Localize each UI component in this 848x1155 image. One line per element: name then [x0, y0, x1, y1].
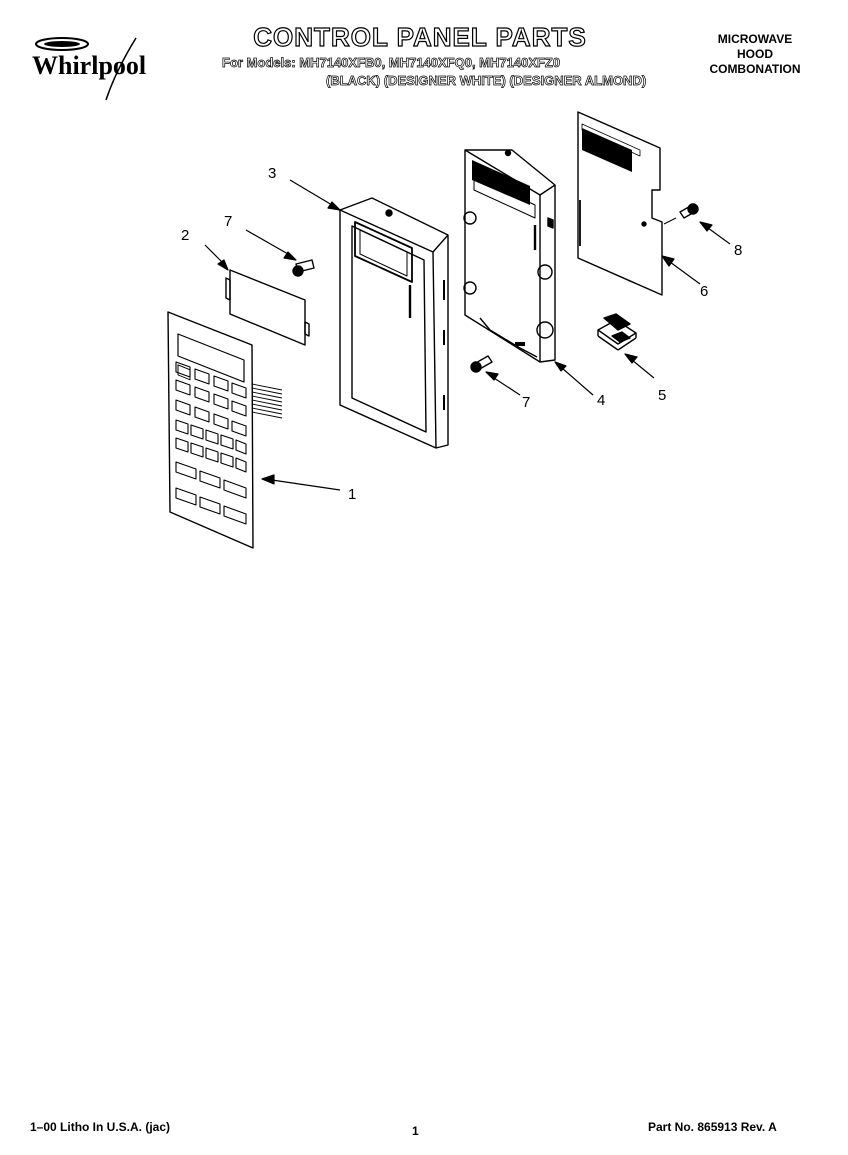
- product-type: MICROWAVE HOOD COMBONATION: [690, 32, 820, 77]
- logo-wordmark: Whirlpool: [32, 51, 146, 80]
- callout-5: 5: [658, 387, 666, 404]
- product-line-3: COMBONATION: [709, 62, 801, 76]
- callout-3: 3: [268, 165, 276, 182]
- part-4-housing: [463, 149, 556, 363]
- part-3-control-frame: [339, 197, 449, 449]
- product-line-1: MICROWAVE: [717, 32, 793, 46]
- callout-7-lower: 7: [522, 394, 530, 411]
- part-8-screw: [663, 203, 699, 225]
- colors-line: (BLACK) (DESIGNER WHITE) (DESIGNER ALMON…: [326, 73, 647, 89]
- callout-1: 1: [348, 486, 356, 503]
- callout-6: 6: [700, 283, 708, 300]
- footer-page-number: 1: [412, 1124, 419, 1138]
- part-7-screw-lower: [470, 355, 493, 373]
- callout-4: 4: [597, 392, 605, 409]
- part-7-screw-upper: [292, 259, 315, 277]
- leader-lines: [204, 179, 731, 491]
- part-2-lens: [225, 269, 310, 346]
- callout-7-upper: 7: [224, 213, 232, 230]
- models-line: For Models: MH7140XFB0, MH7140XFQ0, MH71…: [222, 55, 561, 71]
- callout-8: 8: [734, 242, 742, 259]
- product-line-2: HOOD: [737, 47, 773, 61]
- part-5-clip: [597, 313, 637, 351]
- part-6-control-board: [577, 111, 663, 296]
- part-1-keypad: [167, 311, 283, 549]
- footer-part-number: Part No. 865913 Rev. A: [648, 1120, 777, 1134]
- callout-2: 2: [181, 227, 189, 244]
- whirlpool-logo: Whirlpool: [32, 37, 146, 101]
- footer-litho: 1–00 Litho In U.S.A. (jac): [30, 1120, 171, 1134]
- page-title: CONTROL PANEL PARTS: [253, 21, 587, 52]
